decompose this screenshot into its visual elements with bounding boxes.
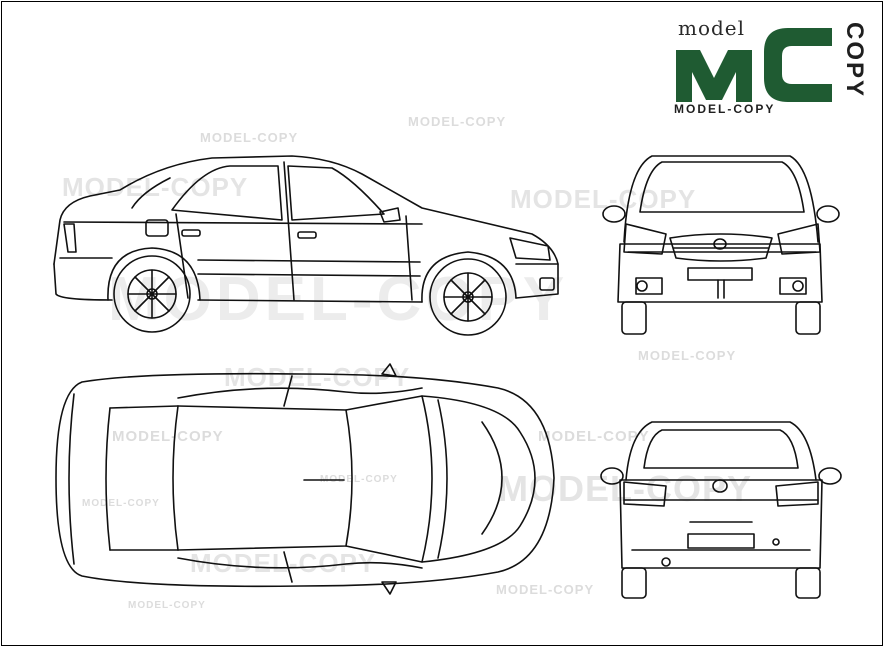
logo-vertical-text: COPY bbox=[841, 22, 868, 99]
logo-mark bbox=[676, 28, 832, 102]
logo-top-text: model bbox=[678, 16, 746, 40]
model-copy-logo: model COPY MODEL-COPY bbox=[670, 16, 870, 122]
logo-bottom-text: MODEL-COPY bbox=[674, 102, 776, 116]
